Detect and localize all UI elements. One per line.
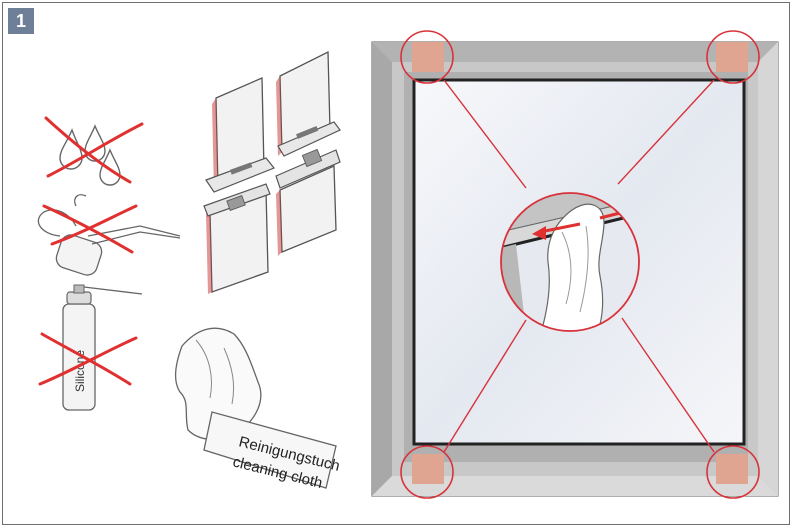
seal-profiles-illustration — [204, 52, 340, 294]
cleaning-cloth-illustration: Reinigungstuch cleaning cloth — [176, 328, 342, 492]
no-oil-icon — [38, 195, 180, 278]
no-water-icon — [46, 118, 142, 185]
window-cleaning-illustration — [372, 31, 778, 498]
no-silicone-spray-icon: Silicone — [40, 285, 142, 410]
